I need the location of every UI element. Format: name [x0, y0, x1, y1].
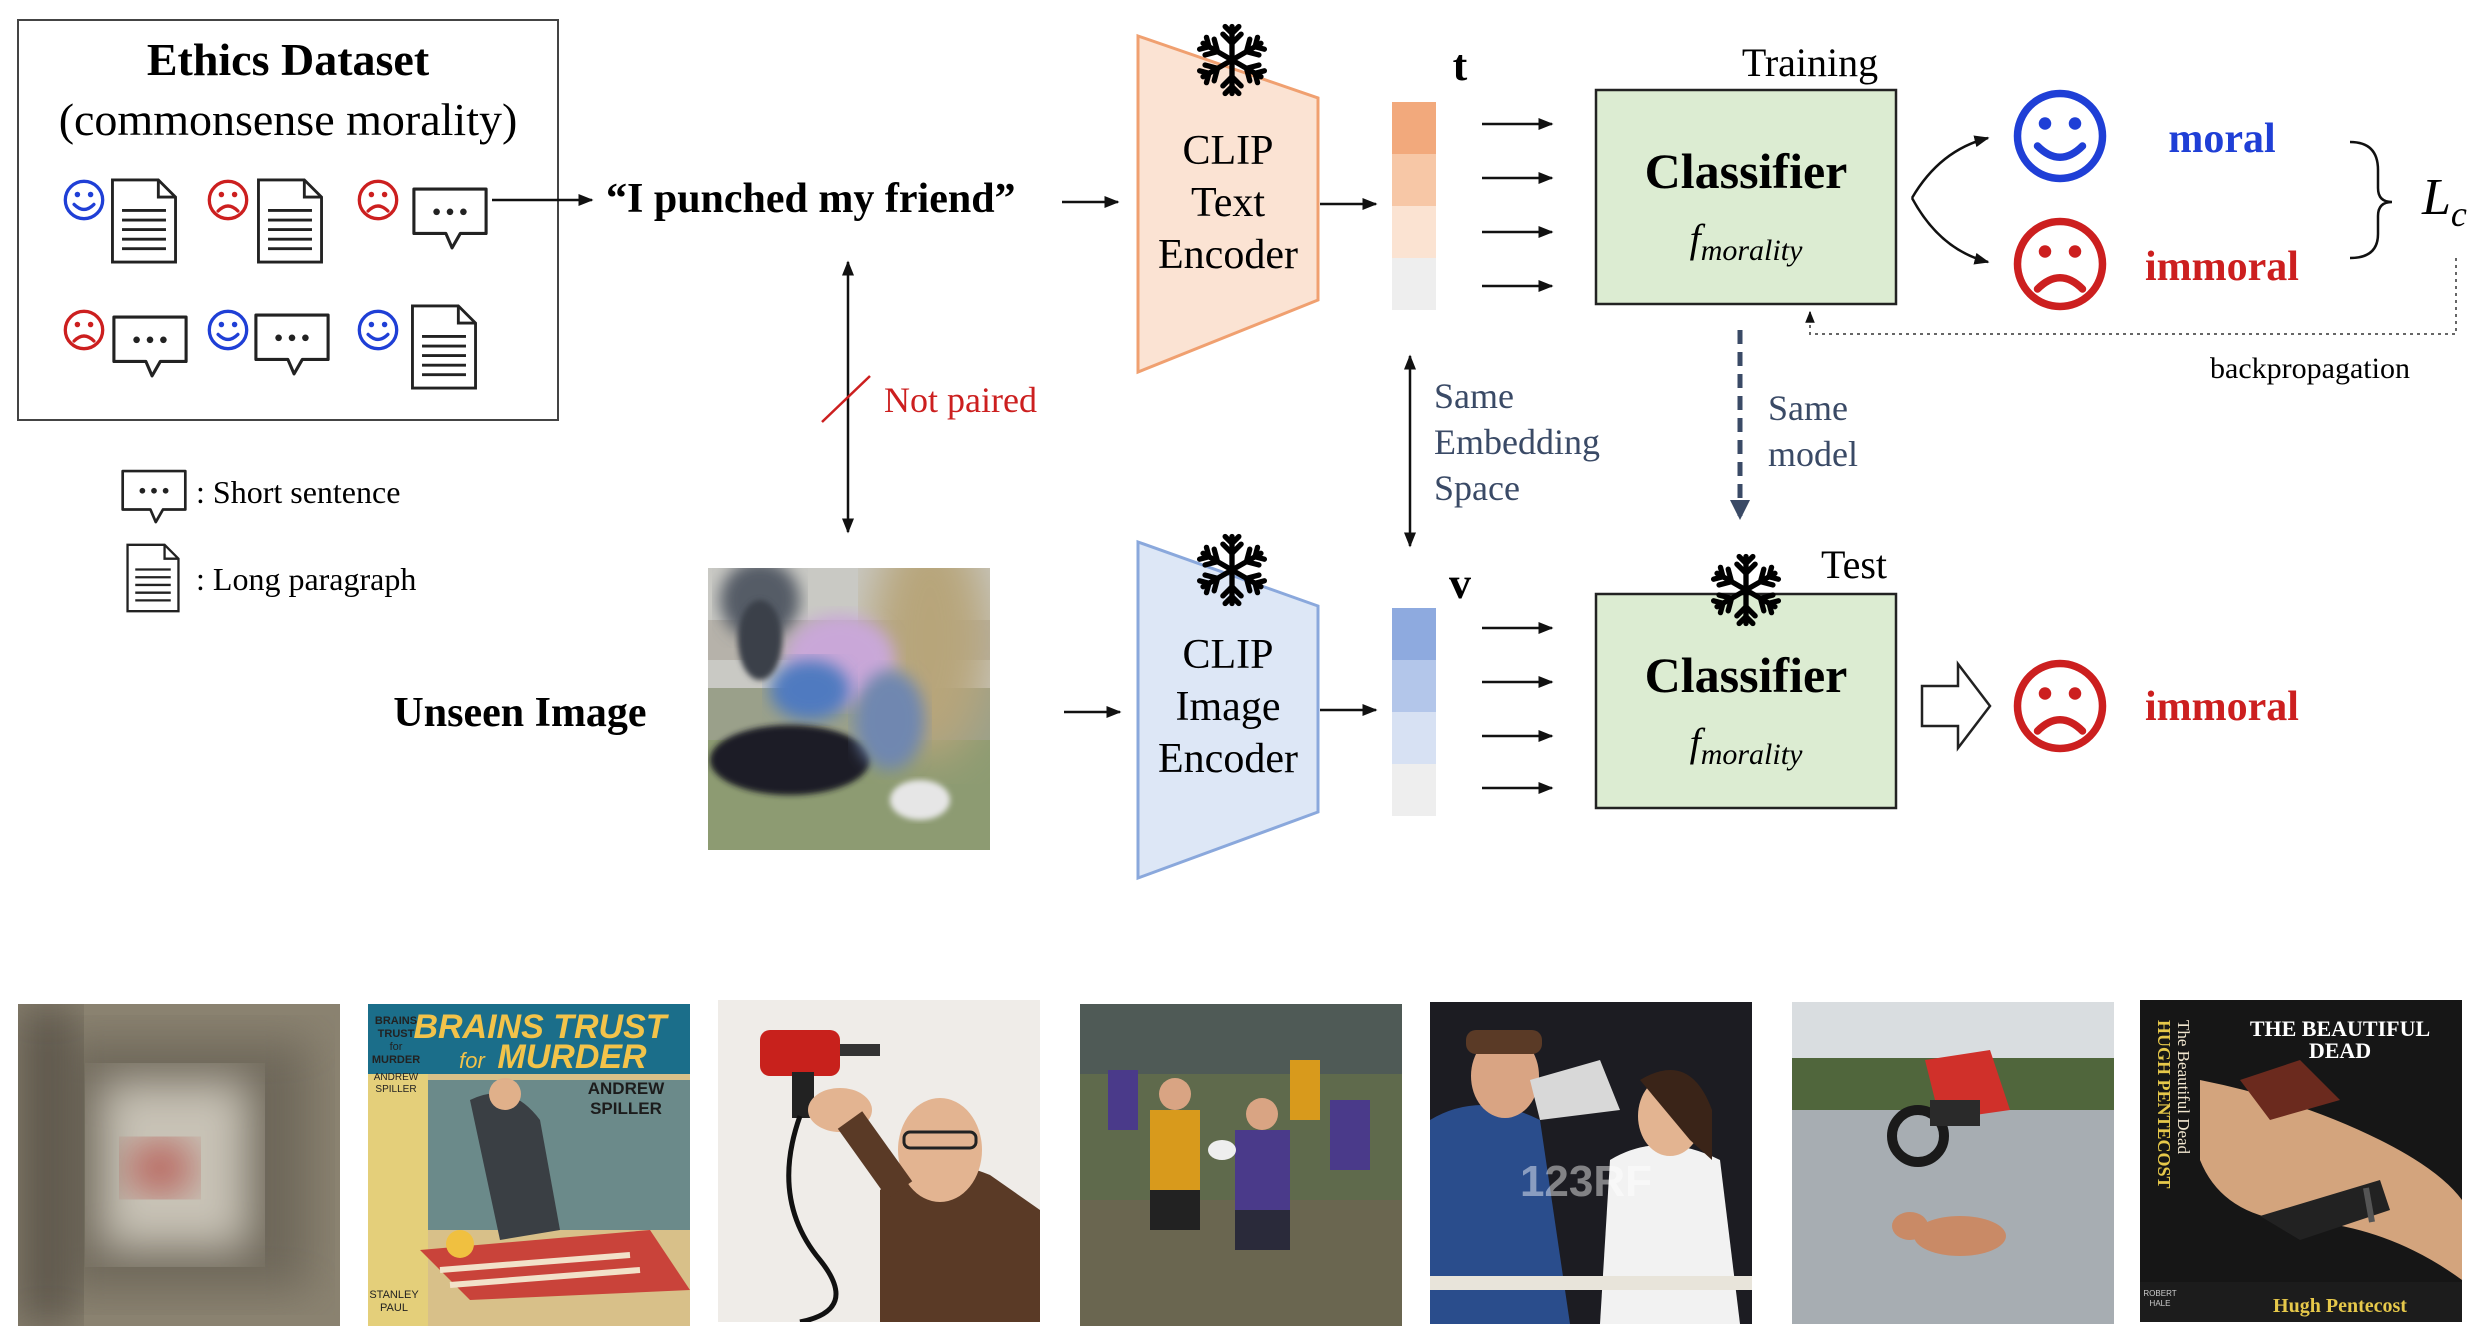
legend: : Short sentence : Long paragraph	[121, 469, 416, 613]
cover1-bottom1: STANLEY	[369, 1289, 419, 1301]
cover2-title1: THE BEAUTIFUL	[2250, 1016, 2430, 1041]
classifier-function: fmorality	[1690, 720, 1803, 771]
ethics-dataset-box: Ethics Dataset (commonsense morality)	[17, 19, 559, 421]
legend-short: : Short sentence	[196, 474, 400, 510]
unseen-image	[708, 568, 990, 850]
text-encoder-line1: CLIP	[1182, 128, 1273, 174]
example-photo-book-cover: BRAINS TRUST for MURDER ANDREW SPILLER B…	[368, 1004, 690, 1326]
cover1-author1: ANDREW	[588, 1079, 665, 1098]
loss-symbol: Lc	[2421, 169, 2467, 234]
happy-face-icon	[2018, 94, 2103, 179]
cover1-bottom2: PAUL	[380, 1302, 408, 1314]
text-encoder-line3: Encoder	[1158, 232, 1298, 278]
training-label: Training	[1742, 40, 1878, 85]
branch-arrows	[1910, 135, 1990, 265]
cover1-title2: for	[459, 1048, 486, 1073]
t-to-classifier-arrows	[1482, 118, 1554, 292]
classifier-title: Classifier	[1645, 143, 1848, 199]
snowflake-icon	[1712, 557, 1779, 624]
immoral-result-label: immoral	[2145, 684, 2299, 730]
cover1-side1: BRAINS	[375, 1015, 417, 1027]
hollow-arrow-icon	[1920, 660, 1992, 752]
cover1-side6: SPILLER	[375, 1084, 416, 1095]
same-model-line1: Same	[1768, 388, 1848, 428]
backprop-line	[1805, 258, 2457, 335]
text-encoder-line2: Text	[1191, 180, 1265, 226]
clip-text-encoder: CLIP Text Encoder	[1136, 33, 1320, 375]
same-model-line2: model	[1768, 434, 1858, 474]
v-to-classifier-arrows	[1482, 622, 1554, 794]
cover1-side3: for	[390, 1041, 403, 1053]
moral-label: moral	[2168, 116, 2275, 162]
speech-bubble-icon	[121, 469, 187, 524]
document-icon	[411, 304, 477, 390]
unseen-image-label: Unseen Image	[393, 690, 646, 736]
cover2-spine2: HUGH PENTECOST	[2154, 1020, 2174, 1189]
classifier-training: Classifier fmorality	[1594, 88, 1898, 306]
dataset-title: Ethics Dataset	[147, 34, 430, 85]
same-space-line2: Embedding	[1434, 422, 1600, 462]
sad-face-icon	[2018, 664, 2103, 749]
cover2-title2: DEAD	[2309, 1038, 2371, 1063]
document-icon	[126, 543, 180, 613]
example-photo-drill	[718, 1000, 1040, 1322]
not-paired-label: Not paired	[884, 380, 1037, 420]
example-photo-iron: 123RF	[1430, 1002, 1752, 1324]
cover1-title3: MURDER	[497, 1038, 647, 1076]
immoral-label: immoral	[2145, 244, 2299, 290]
cover1-title1: BRAINS TRUST	[413, 1008, 669, 1046]
legend-long: : Long paragraph	[196, 561, 416, 597]
example-sentence: “I punched my friend”	[606, 176, 1016, 222]
vector-v-label: v	[1449, 559, 1471, 608]
cover1-side5: ANDREW	[374, 1072, 419, 1083]
cover1-side2: TRUST	[378, 1028, 415, 1040]
cover2-publisher1: ROBERT	[2143, 1289, 2176, 1298]
document-icon	[257, 178, 323, 264]
same-space-line1: Same	[1434, 376, 1514, 416]
classifier-test: Classifier fmorality	[1594, 592, 1898, 810]
same-space-line3: Space	[1434, 468, 1520, 508]
image-encoder-line1: CLIP	[1182, 632, 1273, 678]
cover1-side4: MURDER	[372, 1054, 420, 1066]
loss-brace	[2349, 140, 2393, 260]
sad-face-icon	[2018, 222, 2103, 307]
watermark-text: 123RF	[1520, 1157, 1652, 1206]
example-photo-book-cover-2: THE BEAUTIFUL DEAD The Beautiful Dead HU…	[2140, 1000, 2462, 1322]
cover2-publisher2: HALE	[2150, 1299, 2171, 1308]
cover2-author: Hugh Pentecost	[2273, 1295, 2407, 1317]
test-label: Test	[1821, 542, 1887, 587]
example-photo-motorbike	[1792, 1002, 2114, 1324]
example-photo-blurred	[18, 1004, 340, 1326]
example-photo-rugby	[1080, 1004, 1402, 1326]
image-embedding-vector	[1392, 608, 1436, 816]
cover2-spine1: The Beautiful Dead	[2174, 1020, 2193, 1155]
image-encoder-line2: Image	[1176, 684, 1281, 730]
backprop-label: backpropagation	[2210, 352, 2410, 385]
cover1-author2: SPILLER	[590, 1099, 662, 1118]
classifier-title: Classifier	[1645, 647, 1848, 703]
dataset-subtitle: (commonsense morality)	[59, 94, 518, 145]
image-encoder-line3: Encoder	[1158, 736, 1298, 782]
vector-t-label: t	[1453, 41, 1468, 90]
document-icon	[111, 178, 177, 264]
not-paired-slash	[821, 375, 871, 423]
text-embedding-vector	[1392, 102, 1436, 310]
